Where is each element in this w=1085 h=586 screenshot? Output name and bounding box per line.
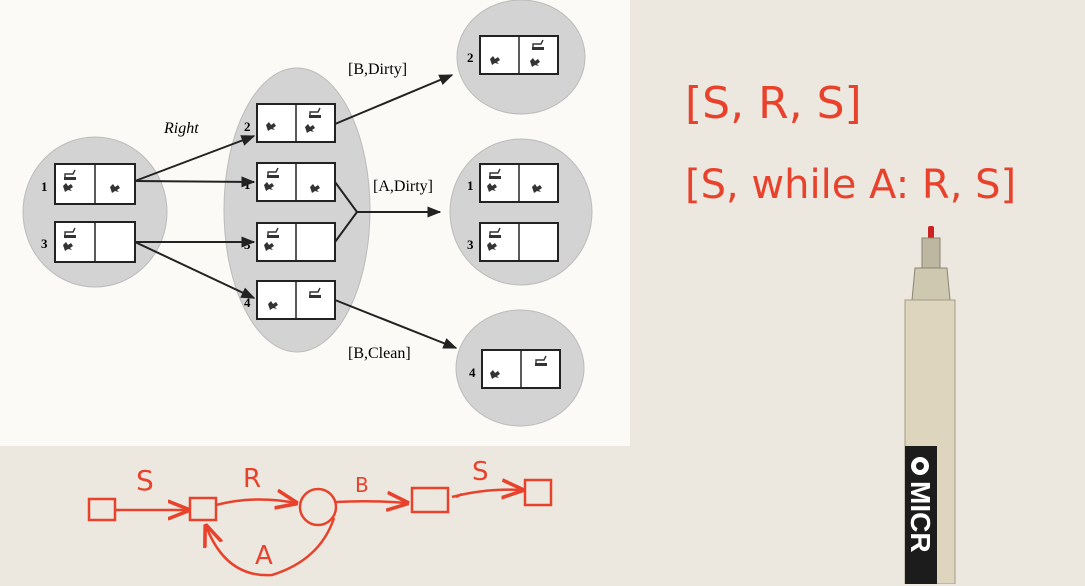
state-box-middle-1 — [256, 162, 336, 202]
state-number: 4 — [244, 295, 251, 310]
state-number: 3 — [244, 237, 251, 252]
state-number: 1 — [467, 178, 474, 193]
state-box-result-2 — [479, 35, 559, 75]
plan-conditional: [S, while A: R, S] — [685, 162, 1016, 208]
state-box-result-3 — [479, 222, 559, 262]
action-label-right: Right — [163, 120, 199, 137]
graph-label-s: S — [136, 464, 154, 497]
state-number: 1 — [41, 179, 48, 194]
graph-label-a: A — [255, 541, 273, 571]
state-number: 3 — [41, 236, 48, 251]
micron-pen — [904, 226, 956, 584]
state-number: 4 — [469, 365, 476, 380]
state-box-middle-4 — [256, 280, 336, 320]
action-label-b-dirty: [B,Dirty] — [348, 61, 407, 78]
state-box-start-3 — [54, 221, 136, 263]
state-box-result-4 — [481, 349, 561, 389]
state-box-result-1 — [479, 163, 559, 203]
state-box-middle-3 — [256, 222, 336, 262]
state-box-start-1 — [54, 163, 136, 205]
graph-label-r: R — [243, 464, 261, 494]
result-a-dirty-ellipse — [449, 138, 593, 286]
state-number: 2 — [244, 119, 251, 134]
state-box-middle-2 — [256, 103, 336, 143]
action-label-b-clean: [B,Clean] — [348, 345, 411, 362]
hand-drawn-plan-graph — [87, 480, 553, 577]
graph-label-b: B — [355, 473, 369, 497]
action-label-a-dirty: [A,Dirty] — [373, 178, 433, 195]
transition-arrows — [134, 74, 458, 349]
state-number: 2 — [467, 50, 474, 65]
start-state-ellipse — [22, 136, 168, 288]
graph-label-s-2: S — [472, 457, 489, 487]
plan-sequence: [S, R, S] — [685, 78, 862, 129]
state-number: 1 — [244, 177, 251, 192]
state-number: 3 — [467, 237, 474, 252]
